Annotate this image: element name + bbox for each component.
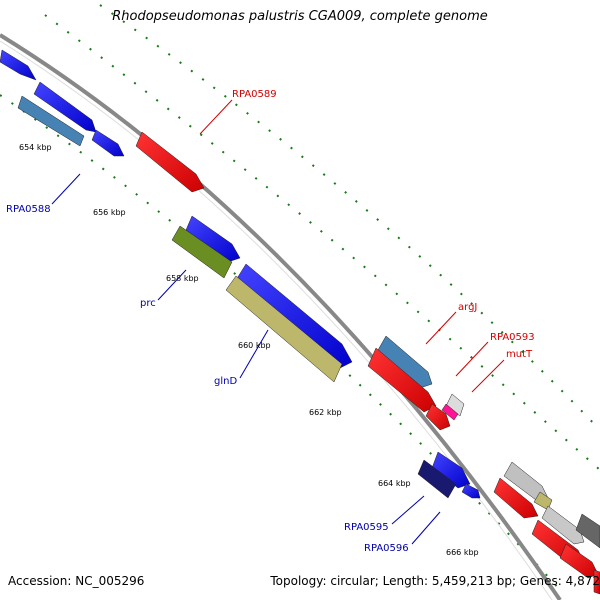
scale-tick-label: 666 kbp xyxy=(446,548,479,557)
gene-label-rpa0593: RPA0593 xyxy=(490,332,535,343)
scale-tick-label: 662 kbp xyxy=(309,408,342,417)
gene-arrow xyxy=(559,543,599,579)
gene-arrow xyxy=(541,505,585,545)
gene-arrow xyxy=(425,403,451,431)
gene-arrow xyxy=(171,225,233,279)
scale-dots xyxy=(0,4,600,591)
gene-arrow xyxy=(225,275,343,383)
gene-label-mutt: mutT xyxy=(506,349,533,360)
scale-tick-label: 654 kbp xyxy=(19,143,52,152)
label-leaders xyxy=(51,99,505,545)
accession-text: Accession: NC_005296 xyxy=(8,574,145,588)
map-title: Rhodopseudomonas palustris CGA009, compl… xyxy=(112,9,488,24)
gene-label-rpa0595: RPA0595 xyxy=(344,522,389,533)
scale-tick-label: 664 kbp xyxy=(378,479,411,488)
gene-arrow xyxy=(431,451,471,489)
genome-summary-text: Topology: circular; Length: 5,459,213 bp… xyxy=(270,574,600,588)
gene-arrow xyxy=(593,569,600,595)
gene-label-rpa0596: RPA0596 xyxy=(364,543,409,554)
gene-label-rpa0589: RPA0589 xyxy=(232,89,277,100)
gene-label-prc: prc xyxy=(140,298,156,309)
gene-arrow xyxy=(17,95,85,147)
gene-arrow xyxy=(185,215,241,263)
gene-arrow xyxy=(91,129,125,157)
gene-arrow xyxy=(445,393,465,417)
gene-label-argj: argJ xyxy=(458,302,478,313)
gene-arrow xyxy=(0,49,37,81)
gene-arrow xyxy=(33,81,97,133)
scale-tick-label: 656 kbp xyxy=(93,208,126,217)
gene-arrow xyxy=(493,477,539,519)
gene-label-rpa0588: RPA0588 xyxy=(6,204,51,215)
gene-arrow xyxy=(461,483,481,499)
gene-arrow xyxy=(377,335,433,389)
gene-arrow xyxy=(575,513,600,549)
gene-arrow xyxy=(135,131,205,193)
scale-tick-label: 660 kbp xyxy=(238,341,271,350)
scale-tick-label: 658 kbp xyxy=(166,274,199,283)
gene-arrows xyxy=(0,49,600,595)
gene-arrow xyxy=(417,459,457,499)
gene-label-glnd: glnD xyxy=(214,376,238,387)
gene-arrow xyxy=(441,403,459,421)
